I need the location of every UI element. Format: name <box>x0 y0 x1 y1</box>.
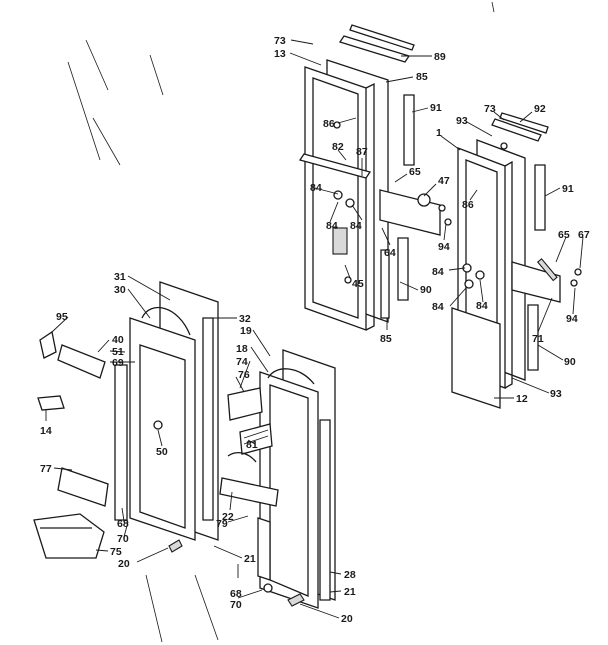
callout-65: 65 <box>409 166 421 178</box>
callout-84: 84 <box>310 182 322 194</box>
callout-90: 90 <box>564 356 576 368</box>
lower-left-door <box>33 281 219 559</box>
callout-84: 84 <box>326 220 338 232</box>
callout-18: 18 <box>236 343 248 355</box>
callout-73: 73 <box>274 35 286 47</box>
callout-85: 85 <box>416 71 428 83</box>
callout-85: 85 <box>380 333 392 345</box>
callout-91: 91 <box>430 102 442 114</box>
callout-93: 93 <box>456 115 468 127</box>
fresh-food-door-assembly <box>451 112 582 409</box>
callout-77: 77 <box>40 463 52 475</box>
callout-labels: 73 13 89 85 91 86 82 87 65 84 47 84 84 6… <box>40 35 590 625</box>
callout-84: 84 <box>476 300 488 312</box>
callout-71: 71 <box>532 333 544 345</box>
callout-21: 21 <box>244 553 256 565</box>
callout-84: 84 <box>350 220 362 232</box>
callout-73: 73 <box>484 103 496 115</box>
callout-28: 28 <box>344 569 356 581</box>
callout-87: 87 <box>356 146 368 158</box>
callout-67: 67 <box>578 229 590 241</box>
callout-82: 82 <box>332 141 344 153</box>
callout-45: 45 <box>352 278 364 290</box>
callout-76: 76 <box>238 369 250 381</box>
lower-right-door <box>219 349 336 609</box>
callout-32: 32 <box>239 313 251 325</box>
callout-70: 70 <box>117 533 129 545</box>
callout-94: 94 <box>566 313 578 325</box>
callout-89: 89 <box>434 51 446 63</box>
callout-68: 68 <box>230 588 242 600</box>
callout-81: 81 <box>246 439 258 451</box>
callout-94: 94 <box>438 241 450 253</box>
leader-lines <box>45 39 584 619</box>
callout-65: 65 <box>558 229 570 241</box>
callout-86: 86 <box>462 199 474 211</box>
callout-84: 84 <box>432 301 444 313</box>
callout-50: 50 <box>156 446 168 458</box>
callout-93: 93 <box>550 388 562 400</box>
callout-79: 79 <box>216 518 228 530</box>
callout-68: 68 <box>117 518 129 530</box>
callout-84: 84 <box>432 266 444 278</box>
callout-90: 90 <box>420 284 432 296</box>
callout-12: 12 <box>516 393 528 405</box>
callout-75: 75 <box>110 546 122 558</box>
callout-47: 47 <box>438 175 450 187</box>
callout-20: 20 <box>341 613 353 625</box>
callout-31: 31 <box>114 271 126 283</box>
callout-13: 13 <box>274 48 286 60</box>
callout-21: 21 <box>344 586 356 598</box>
callout-91: 91 <box>562 183 574 195</box>
callout-92: 92 <box>534 103 546 115</box>
scan-marks <box>67 1 495 643</box>
callout-64: 64 <box>384 247 396 259</box>
callout-74: 74 <box>236 356 248 368</box>
callout-70: 70 <box>230 599 242 611</box>
callout-19: 19 <box>240 325 252 337</box>
callout-14: 14 <box>40 425 52 437</box>
callout-51: 51 <box>112 346 124 358</box>
callout-20: 20 <box>118 558 130 570</box>
callout-95: 95 <box>56 311 68 323</box>
callout-86: 86 <box>323 118 335 130</box>
callout-30: 30 <box>114 284 126 296</box>
callout-69: 69 <box>112 357 124 369</box>
callout-22: 22 <box>222 511 234 523</box>
callout-40: 40 <box>112 334 124 346</box>
callout-1: 1 <box>436 127 442 139</box>
